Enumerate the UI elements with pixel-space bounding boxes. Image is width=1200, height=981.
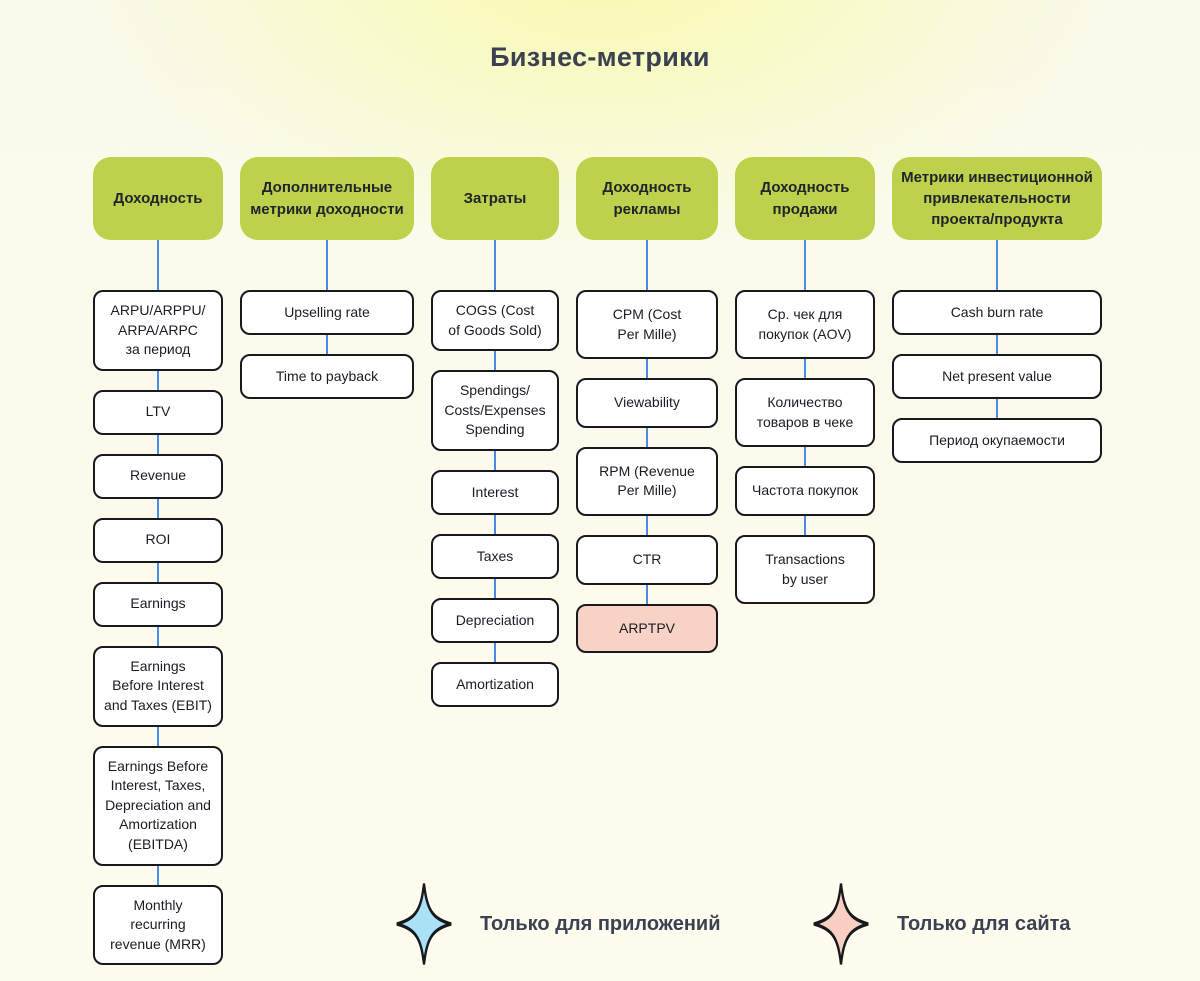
diagram-node: CPM (Cost Per Mille) <box>576 290 718 360</box>
page-title: Бизнес-метрики <box>490 42 710 72</box>
diagram-node: Период окупаемости <box>892 418 1102 463</box>
connector-line <box>494 240 496 290</box>
diagram-node: LTV <box>93 389 223 435</box>
connector-line <box>804 359 806 379</box>
diagram-node: CTR <box>576 534 718 585</box>
diagram-node: Cash burn rate <box>892 290 1102 335</box>
diagram-node: Revenue <box>93 453 223 499</box>
legend: Только для приложений Только для сайта <box>0 874 1200 974</box>
diagram-node: Viewability <box>576 378 718 428</box>
diagram-node: Transactions by user <box>735 534 875 605</box>
connector-line <box>494 578 496 598</box>
legend-label: Только для приложений <box>480 912 721 935</box>
connector-line <box>804 515 806 535</box>
diagram-node: Earnings Before Interest, Taxes, Depreci… <box>93 745 223 866</box>
legend-item-apps: Только для приложений <box>395 882 721 966</box>
column-header: Доходность продажи <box>735 157 875 240</box>
connector-line <box>157 498 159 518</box>
connector-line <box>494 450 496 470</box>
connector-line <box>157 865 159 885</box>
column-header: Доходность <box>93 157 223 240</box>
connector-line <box>157 434 159 454</box>
connector-line <box>646 240 648 290</box>
connector-line <box>996 399 998 418</box>
diagram-node: Amortization <box>431 661 559 707</box>
diagram-node: Taxes <box>431 533 559 579</box>
diagram-node: RPM (Revenue Per Mille) <box>576 446 718 516</box>
diagram-node: ROI <box>93 517 223 563</box>
diagram-column: Метрики инвестиционной привлекательности… <box>892 157 1102 463</box>
legend-item-site: Только для сайта <box>812 882 1071 966</box>
four-point-star-icon <box>813 883 869 965</box>
diagram-node: Depreciation <box>431 597 559 643</box>
column-header: Дополнительные метрики доходности <box>240 157 414 240</box>
connector-line <box>494 642 496 662</box>
column-header: Затраты <box>431 157 559 240</box>
diagram-node: COGS (Cost of Goods Sold) <box>431 290 559 352</box>
connector-line <box>326 335 328 354</box>
connector-line <box>157 370 159 390</box>
connector-line <box>646 584 648 604</box>
connector-line <box>646 427 648 447</box>
connector-line <box>646 359 648 379</box>
diagram-node: Interest <box>431 469 559 515</box>
connector-line <box>996 335 998 354</box>
diagram-node: Earnings Before Interest and Taxes (EBIT… <box>93 645 223 727</box>
diagram-node: Earnings <box>93 581 223 627</box>
diagram-node: Monthly recurring revenue (MRR) <box>93 884 223 966</box>
connector-line <box>157 240 159 290</box>
connector-line <box>157 562 159 582</box>
legend-label: Только для сайта <box>897 912 1071 935</box>
connector-line <box>494 351 496 371</box>
connector-line <box>646 515 648 535</box>
column-header: Доходность рекламы <box>576 157 718 240</box>
diagram-node: Time to payback <box>240 354 414 399</box>
connector-line <box>494 514 496 534</box>
diagram-node: ARPU/ARPPU/ ARPA/ARPC за период <box>93 290 223 371</box>
diagram-node: Upselling rate <box>240 290 414 335</box>
connector-line <box>804 240 806 290</box>
connector-line <box>996 240 998 290</box>
four-point-star-icon <box>396 883 452 965</box>
connector-line <box>326 240 328 290</box>
connector-line <box>804 447 806 467</box>
diagram-node: Spendings/ Costs/Expenses Spending <box>431 370 559 451</box>
diagram-node: Ср. чек для покупок (AOV) <box>735 290 875 360</box>
connector-line <box>157 726 159 746</box>
diagram-node-highlighted: ARPTPV <box>576 603 718 654</box>
diagram-node: Количество товаров в чеке <box>735 378 875 448</box>
diagram-node: Net present value <box>892 354 1102 399</box>
diagram-node: Частота покупок <box>735 466 875 516</box>
column-header: Метрики инвестиционной привлекательности… <box>892 157 1102 240</box>
connector-line <box>157 626 159 646</box>
